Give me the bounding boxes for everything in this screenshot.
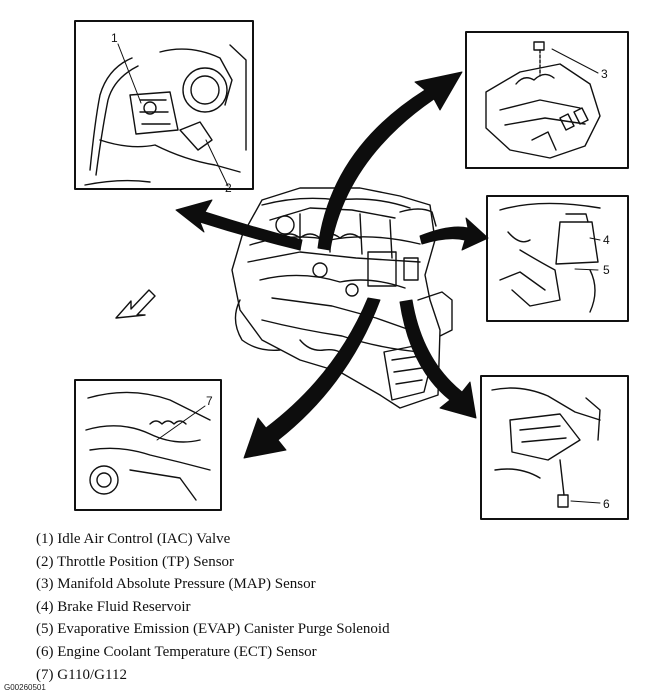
- legend-item-ect: (6) Engine Coolant Temperature (ECT) Sen…: [36, 643, 317, 660]
- inset-ground: [74, 379, 222, 511]
- inset-ect: [480, 375, 629, 520]
- callout-1: 1: [111, 31, 118, 45]
- inset-iac-tp: [74, 20, 254, 190]
- inset-brake-evap: [486, 195, 629, 322]
- front-direction-arrow: [115, 289, 156, 319]
- callout-3: 3: [601, 67, 608, 81]
- callout-2: 2: [225, 181, 232, 195]
- component-legend: (1) Idle Air Control (IAC) Valve (2) Thr…: [36, 528, 390, 686]
- engine-assembly: [231, 187, 453, 409]
- legend-item-map: (3) Manifold Absolute Pressure (MAP) Sen…: [36, 576, 316, 593]
- legend-item-iac: (1) Idle Air Control (IAC) Valve: [36, 531, 231, 547]
- legend-item-tp: (2) Throttle Position (TP) Sensor: [36, 553, 235, 570]
- engine-component-diagram: 1 2 3 4 5 6 7: [74, 20, 629, 520]
- callout-5: 5: [603, 263, 610, 277]
- legend-item-ground: (7) G110/G112: [36, 666, 127, 683]
- callout-6: 6: [603, 497, 610, 511]
- arrow-to-ground-inset: [243, 297, 381, 459]
- legend-item-brake-fluid: (4) Brake Fluid Reservoir: [36, 598, 191, 615]
- callout-7: 7: [206, 394, 213, 408]
- arrow-to-ect-inset: [399, 299, 477, 419]
- arrow-to-iac-inset: [175, 199, 303, 251]
- inset-map: [465, 31, 629, 169]
- arrow-to-brake-inset: [419, 217, 489, 251]
- figure-code: G00260501: [4, 683, 46, 692]
- callout-4: 4: [603, 233, 610, 247]
- legend-item-evap: (5) Evaporative Emission (EVAP) Canister…: [36, 621, 390, 638]
- arrow-to-map-inset: [317, 71, 463, 251]
